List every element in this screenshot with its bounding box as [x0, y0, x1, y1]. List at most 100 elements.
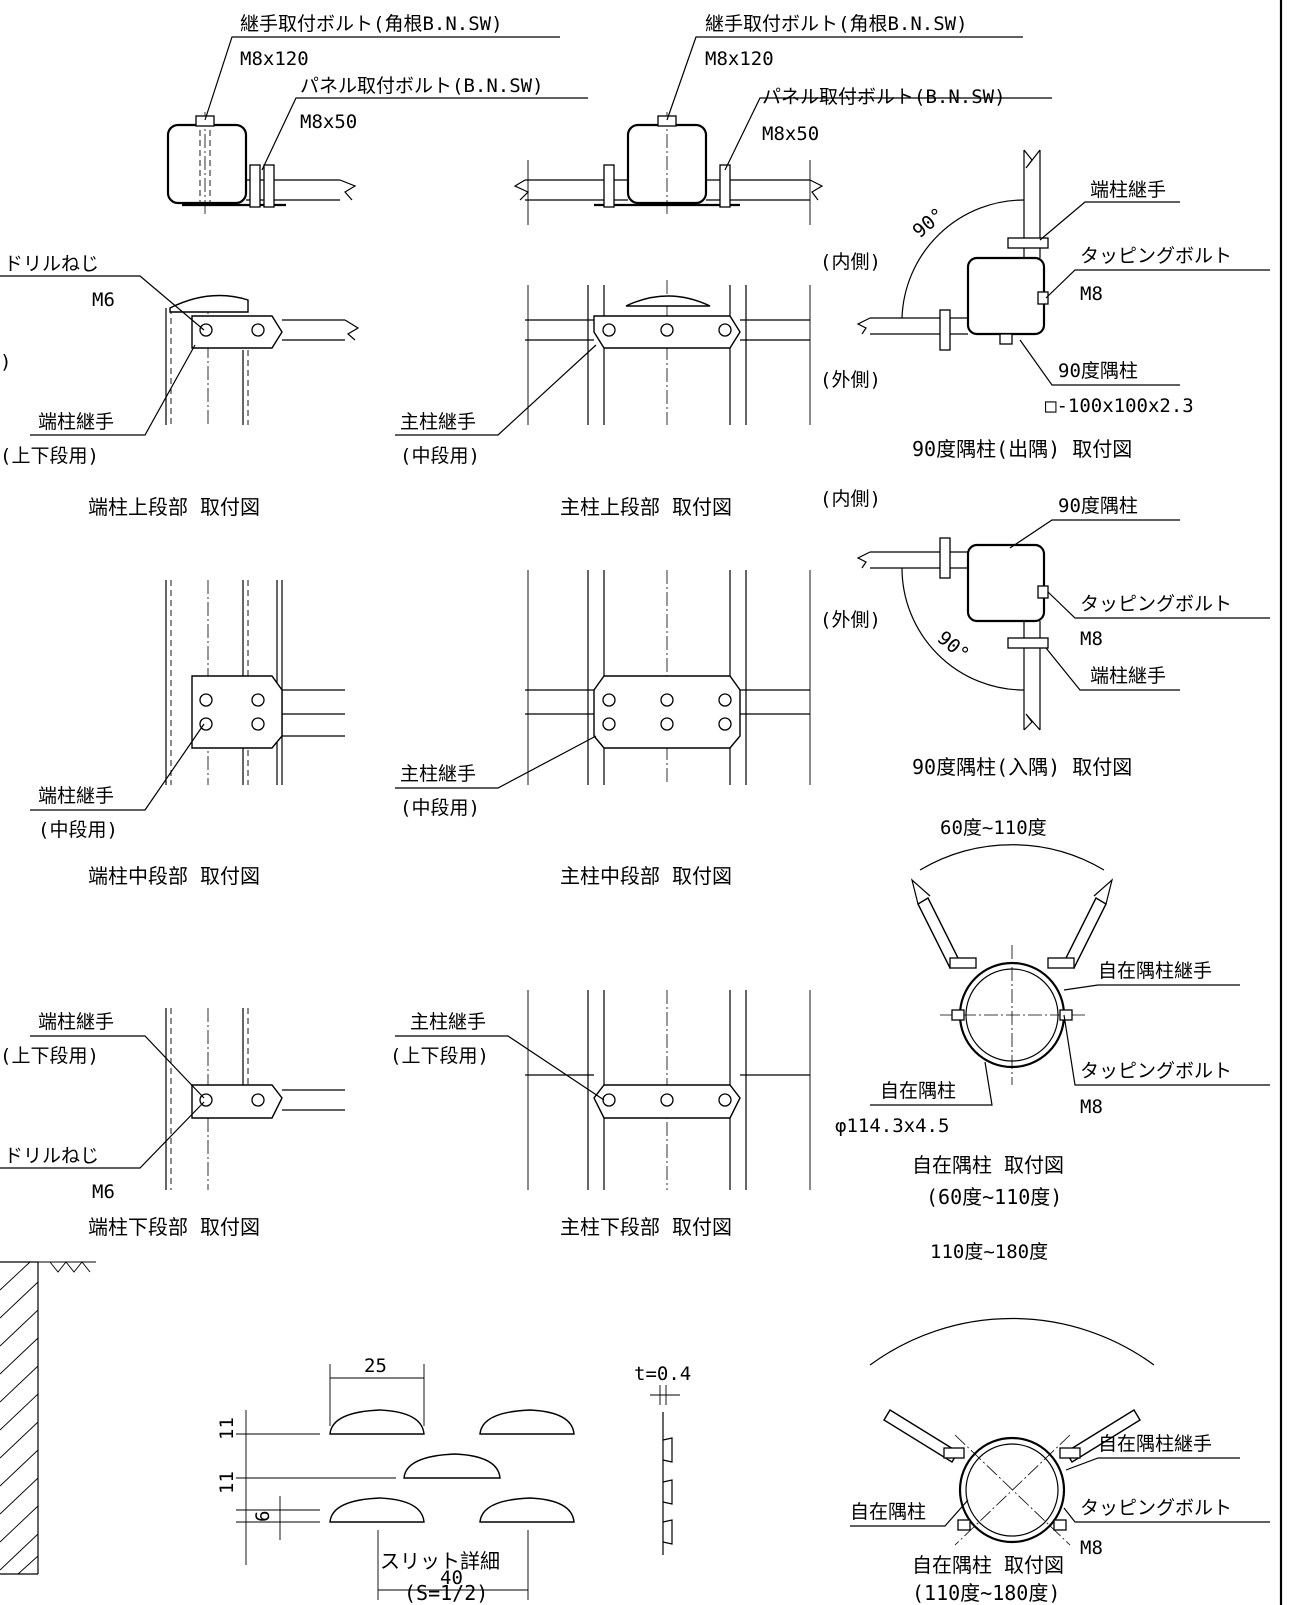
label-main-joint-updown: 主柱継手 [410, 1011, 486, 1033]
label-c90out-tapping-size: M8 [1080, 283, 1103, 305]
label-panel-bolt-2-size: M8x50 [762, 123, 819, 145]
ground-hatch-wall [0, 1261, 96, 1575]
label-free1-tapping: タッピングボルト [1080, 1060, 1232, 1082]
label-drill-screw-2: ドリルねじ [4, 1145, 99, 1167]
label-c90out-tapping: タッピングボルト [1080, 245, 1232, 267]
caption-free-corner-2: 自在隅柱 取付図 [912, 1553, 1064, 1577]
label-c90in-tapping: タッピングボルト [1080, 593, 1232, 615]
caption-end-mid: 端柱中段部 取付図 [88, 864, 260, 888]
end-post-mid-elevation [165, 580, 345, 785]
label-joint-bolt-2: 継手取付ボルト(角根B.N.SW) [705, 13, 968, 35]
leader-main-joint-updown [395, 1035, 605, 1101]
label-c90out-corner-size: □-100x100x2.3 [1045, 395, 1194, 417]
leader-main-joint-mid-1 [395, 344, 597, 436]
caption-free-corner-2-sub: (110度~180度) [912, 1581, 1060, 1605]
label-slit-dim-40: 40 [440, 1567, 463, 1589]
label-free1-post-size: φ114.3x4.5 [835, 1115, 949, 1137]
leader-free1-post [870, 1061, 993, 1106]
leader-drill-screw-1 [0, 275, 205, 331]
label-free1-joint: 自在隅柱継手 [1098, 960, 1212, 982]
leader-free1-joint [1063, 984, 1240, 991]
leader-c90out-corner [1019, 339, 1180, 386]
leader-c90in-corner [1009, 519, 1180, 549]
corner90-out-plan-view [856, 149, 1049, 351]
caption-end-top: 端柱上段部 取付図 [88, 495, 260, 519]
caption-main-bottom: 主柱下段部 取付図 [560, 1215, 732, 1239]
label-c90out-angle: 90° [909, 204, 949, 243]
label-free2-tapping-size: M8 [1080, 1537, 1103, 1559]
label-c90out-end-joint: 端柱継手 [1090, 179, 1166, 201]
label-free2-post: 自在隅柱 [850, 1501, 926, 1523]
label-joint-bolt-1-size: M8x120 [240, 48, 309, 70]
main-post-bottom-elevation [525, 990, 811, 1190]
label-main-joint-mid-1: 主柱継手 [400, 411, 476, 433]
label-c90in-outer: (外側) [820, 609, 881, 631]
corner90-in-plan-view [856, 537, 1049, 731]
label-main-joint-mid-2-sub: (中段用) [400, 797, 480, 819]
caption-corner90-out: 90度隅柱(出隅) 取付図 [912, 437, 1132, 461]
end-post-top-plan-view [166, 112, 357, 215]
leader-c90out-tapping [1045, 269, 1270, 299]
label-c90in-tapping-size: M8 [1080, 628, 1103, 650]
caption-end-bottom: 端柱下段部 取付図 [88, 1215, 260, 1239]
label-c90out-inner: (内側) [820, 251, 881, 273]
label-drill-screw-2-size: M6 [92, 1181, 115, 1203]
label-slit-dim-6: 6 [252, 1511, 274, 1522]
label-free2-joint: 自在隅柱継手 [1098, 1433, 1212, 1455]
end-post-top-elevation [165, 294, 360, 425]
leader-main-joint-mid-2 [395, 735, 597, 789]
label-panel-bolt-1: パネル取付ボルト(B.N.SW) [300, 75, 544, 97]
leader-panel-bolt-2 [724, 97, 1052, 171]
label-end-joint-mid: 端柱継手 [38, 785, 114, 807]
label-slit-dim-11a: 11 [216, 1417, 238, 1440]
caption-free-corner-1: 自在隅柱 取付図 [912, 1153, 1064, 1177]
leader-c90in-tapping [1047, 591, 1270, 619]
leader-joint-bolt-2 [666, 36, 1023, 121]
label-free1-post: 自在隅柱 [880, 1080, 956, 1102]
label-end-joint-updown-2-sub: (上下段用) [0, 1045, 99, 1067]
label-end-joint-updown-2: 端柱継手 [38, 1011, 114, 1033]
label-main-joint-updown-sub: (上下段用) [390, 1045, 489, 1067]
label-joint-bolt-1: 継手取付ボルト(角根B.N.SW) [240, 13, 503, 35]
leader-end-joint-updown-2 [30, 1035, 205, 1099]
label-free2-range: 110度~180度 [930, 1241, 1048, 1263]
leader-free2-joint [1065, 1457, 1240, 1471]
leader-free2-post [850, 1499, 969, 1527]
leader-drill-screw-2 [0, 1101, 205, 1169]
caption-main-top: 主柱上段部 取付図 [560, 495, 732, 519]
label-end-joint-updown-1-sub: (上下段用) [0, 445, 99, 467]
caption-free-corner-1-sub: (60度~110度) [926, 1185, 1062, 1209]
label-free1-range: 60度~110度 [940, 817, 1047, 839]
label-end-joint-updown-1: 端柱継手 [38, 411, 114, 433]
label-main-joint-mid-1-sub: (中段用) [400, 445, 480, 467]
label-left-edge-paren: ) [0, 351, 11, 373]
main-post-top-plan-view [513, 112, 824, 225]
label-drill-screw-1-size: M6 [92, 289, 115, 311]
free-corner-60-110-plan-view [910, 844, 1114, 1085]
label-panel-bolt-2: パネル取付ボルト(B.N.SW) [762, 86, 1006, 108]
label-slit-dim-25: 25 [364, 1355, 387, 1377]
leader-free2-tapping [1063, 1507, 1270, 1523]
label-drill-screw-1: ドリルねじ [4, 253, 99, 275]
label-c90in-angle: 90° [933, 627, 973, 666]
label-c90out-outer: (外側) [820, 369, 881, 391]
label-slit-thickness: t=0.4 [634, 1363, 691, 1385]
caption-slit-scale: (S=1/2) [404, 1581, 488, 1605]
caption-slit-visible: スリット詳細 [380, 1549, 500, 1573]
leader-c90out-end-joint [1039, 201, 1180, 241]
leader-panel-bolt-1 [261, 97, 588, 171]
main-post-top-elevation [525, 280, 811, 425]
slit-detail-drawing [236, 1364, 680, 1600]
label-joint-bolt-2-size: M8x120 [705, 48, 774, 70]
caption-main-mid: 主柱中段部 取付図 [560, 864, 732, 888]
label-free2-tapping: タッピングボルト [1080, 1497, 1232, 1519]
end-post-bottom-elevation [165, 1008, 345, 1190]
label-c90in-corner: 90度隅柱 [1058, 495, 1138, 517]
label-c90in-end-joint: 端柱継手 [1090, 665, 1166, 687]
label-panel-bolt-1-size: M8x50 [300, 111, 357, 133]
leader-joint-bolt-1 [204, 36, 560, 121]
leader-end-joint-updown-1 [30, 344, 196, 436]
leader-end-joint-mid [30, 723, 205, 811]
label-c90in-inner: (内側) [820, 488, 881, 510]
